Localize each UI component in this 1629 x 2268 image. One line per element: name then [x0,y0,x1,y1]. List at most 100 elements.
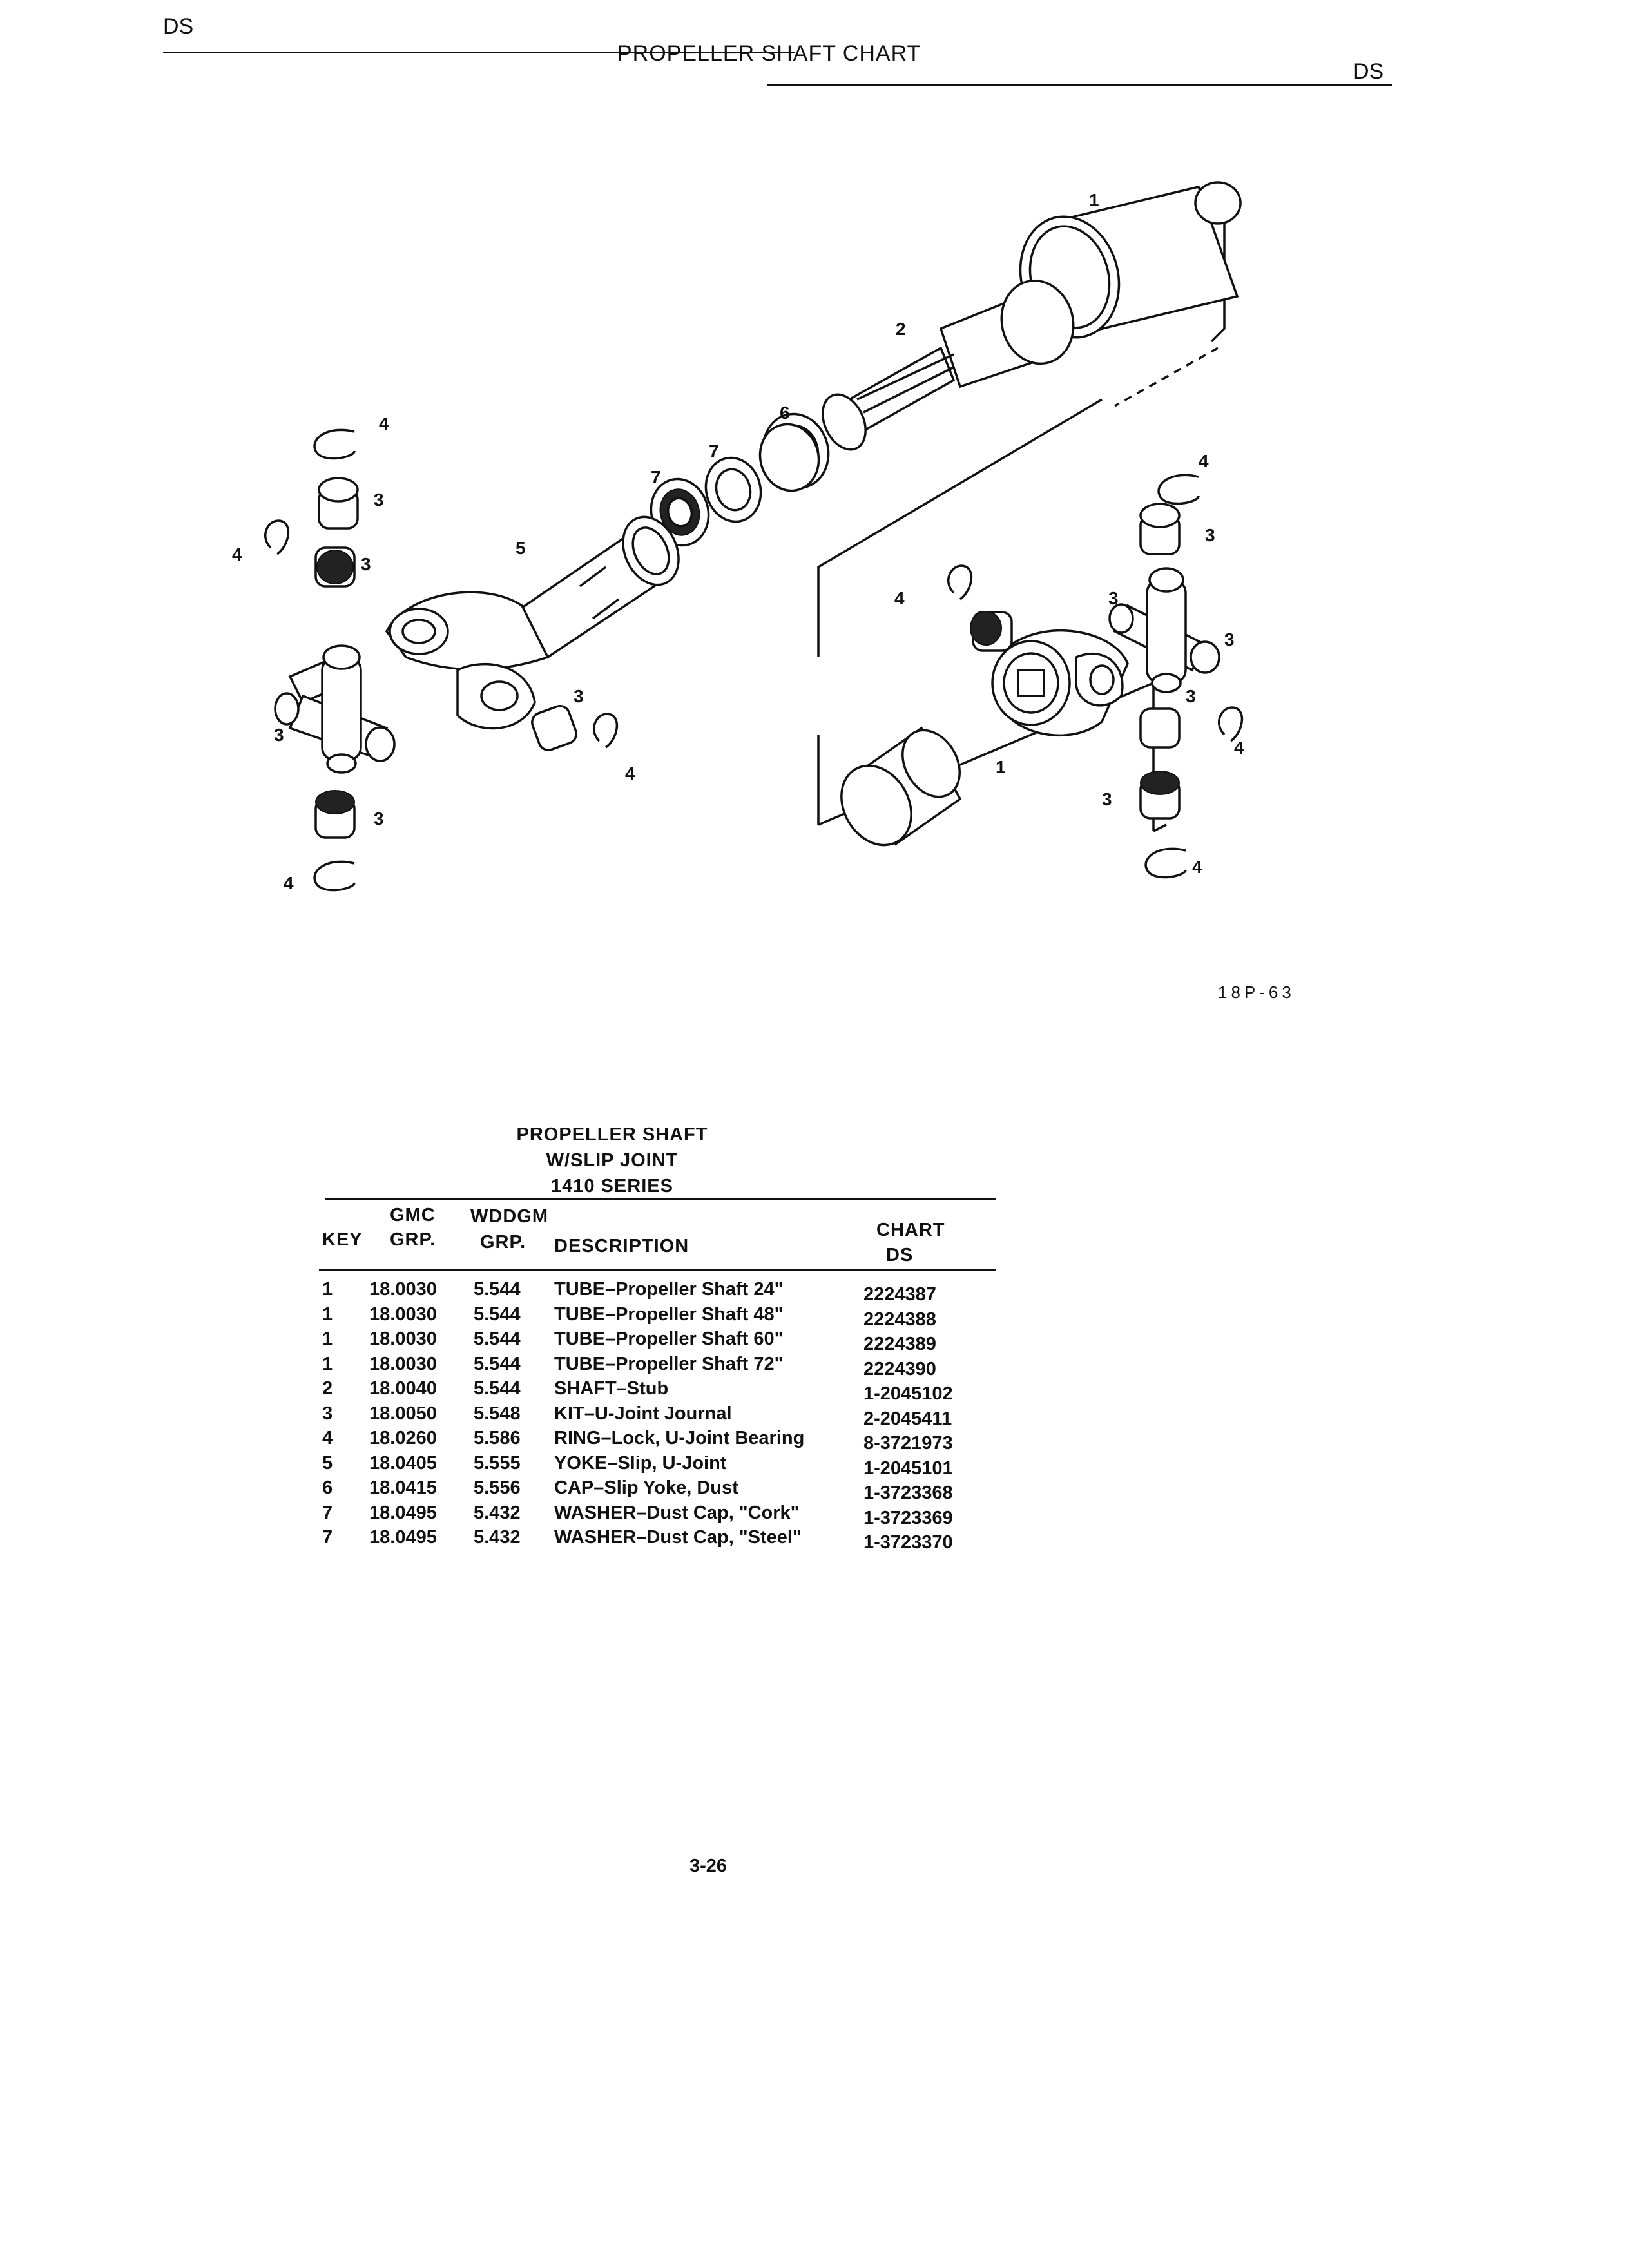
bearing-cup-right-bottom [1139,771,1181,820]
callout-3-left-cross: 3 [274,725,284,745]
cell-chart: 2224389 [863,1334,936,1354]
callout-4-left-top: 4 [379,414,389,434]
bearing-cup-left-bottom [314,790,356,839]
cell-key: 4 [322,1428,333,1448]
callout-1-yoke: 1 [996,757,1006,777]
cell-key: 1 [322,1303,333,1325]
col-chart-bottom: DS [886,1245,914,1265]
cell-description: RING–Lock, U-Joint Bearing [554,1428,805,1448]
callout-4-right-mid: 4 [894,588,905,608]
cell-description: KIT–U-Joint Journal [554,1403,732,1424]
cell-gmc: 18.0050 [369,1403,437,1424]
cell-wddgm: 5.432 [474,1527,521,1548]
tube-yoke [991,629,1129,736]
callout-3-right-top: 3 [1205,525,1215,545]
cell-wddgm: 5.544 [474,1303,521,1325]
callout-3-right-cross: 3 [1224,629,1235,649]
stub-shaft [822,279,1075,451]
figure-id: 18P-63 [1218,983,1295,1002]
cell-chart: 1-3723368 [863,1483,953,1503]
col-wddgm-bottom: GRP. [480,1232,526,1253]
cell-chart: 1-2045102 [863,1383,953,1404]
cell-key: 6 [322,1477,333,1498]
cell-gmc: 18.0415 [369,1477,437,1498]
cell-wddgm: 5.586 [474,1428,521,1448]
cell-description: SHAFT–Stub [554,1378,669,1399]
cell-description: WASHER–Dust Cap, "Cork" [554,1502,800,1523]
callout-4-right-bottom: 4 [1192,857,1202,877]
page-title: PROPELLER SHAFT CHART [617,41,921,66]
table-title-line-1: PROPELLER SHAFT [516,1124,708,1145]
cell-gmc: 18.0030 [369,1353,437,1374]
cell-chart: 8-3721973 [863,1433,953,1454]
bearing-cup-yoke [531,705,577,751]
cell-wddgm: 5.555 [474,1452,521,1474]
cell-description: YOKE–Slip, U-Joint [554,1452,727,1474]
col-wddgm-top: WDDGM [470,1206,548,1227]
table-rule-header [319,1269,996,1271]
tube-group-outline [817,398,1103,657]
slip-yoke [385,515,680,730]
cell-gmc: 18.0495 [369,1502,437,1523]
header-left-code: DS [163,14,194,39]
cell-chart: 1-3723370 [863,1532,953,1553]
exploded-view-diagram: 1 2 4 3 4 3 5 7 7 6 3 3 4 3 4 4 3 3 4 3 … [232,181,1244,893]
cell-description: TUBE–Propeller Shaft 48" [554,1303,784,1325]
callout-4-right-top: 4 [1199,451,1209,471]
callout-3-right-bottom: 3 [1102,789,1112,809]
callout-4-right-low: 4 [1234,738,1244,758]
tube-lower [840,726,962,847]
col-description: DESCRIPTION [554,1236,689,1256]
washer-steel [650,477,710,547]
callout-4-left-bottom: 4 [284,873,294,893]
callout-2: 2 [896,319,906,339]
cell-chart: 2224390 [863,1358,936,1379]
callout-3-yoke: 3 [574,686,584,706]
cell-wddgm: 5.432 [474,1502,521,1523]
table-rule-top [325,1198,996,1200]
col-gmc-bottom: GRP. [390,1229,436,1250]
u-joint-cross-right [1108,567,1220,693]
callout-labels: 1 2 4 3 4 3 5 7 7 6 3 3 4 3 4 4 3 3 4 3 … [232,190,1244,893]
cell-wddgm: 5.548 [474,1403,521,1424]
callout-6: 6 [780,403,790,423]
washer-cork [704,456,762,523]
bearing-cup-right-mid [970,611,1013,652]
callout-7-steel: 7 [651,467,661,487]
callout-3-right-mid: 3 [1108,588,1119,608]
cell-key: 7 [322,1527,333,1548]
cell-description: TUBE–Propeller Shaft 72" [554,1353,784,1374]
cell-description: CAP–Slip Yoke, Dust [554,1477,738,1498]
col-gmc-top: GMC [390,1205,436,1225]
cell-gmc: 18.0260 [369,1428,437,1448]
bearing-cup-left-mid [314,546,356,588]
callout-3-left-mid: 3 [361,554,371,574]
cell-gmc: 18.0030 [369,1279,437,1300]
cell-key: 1 [322,1279,333,1300]
dust-cap [758,412,830,492]
bearing-cup-right-low [1139,707,1181,749]
tube-group-frame [1210,206,1226,343]
page-number: 3-26 [689,1856,728,1876]
tube-upper [1019,181,1242,339]
lock-rings [264,428,1244,892]
cell-key: 5 [322,1452,333,1474]
cell-wddgm: 5.544 [474,1353,521,1374]
cell-wddgm: 5.556 [474,1477,521,1498]
cell-description: TUBE–Propeller Shaft 24" [554,1279,784,1300]
col-chart-top: CHART [876,1220,945,1240]
table-title-line-3: 1410 SERIES [551,1176,673,1196]
cell-chart: 1-2045101 [863,1457,953,1479]
cell-chart: 2224387 [863,1284,936,1305]
cell-gmc: 18.0040 [369,1378,437,1399]
header-rule-right [767,84,1392,86]
cell-gmc: 18.0405 [369,1452,437,1474]
cell-wddgm: 5.544 [474,1378,521,1399]
callout-5: 5 [516,538,526,558]
cell-wddgm: 5.544 [474,1329,521,1349]
cell-description: TUBE–Propeller Shaft 60" [554,1329,784,1349]
callout-4-left-mid: 4 [232,544,242,564]
cell-gmc: 18.0030 [369,1329,437,1349]
cell-key: 3 [322,1403,333,1424]
callout-3-right-low: 3 [1186,686,1196,706]
